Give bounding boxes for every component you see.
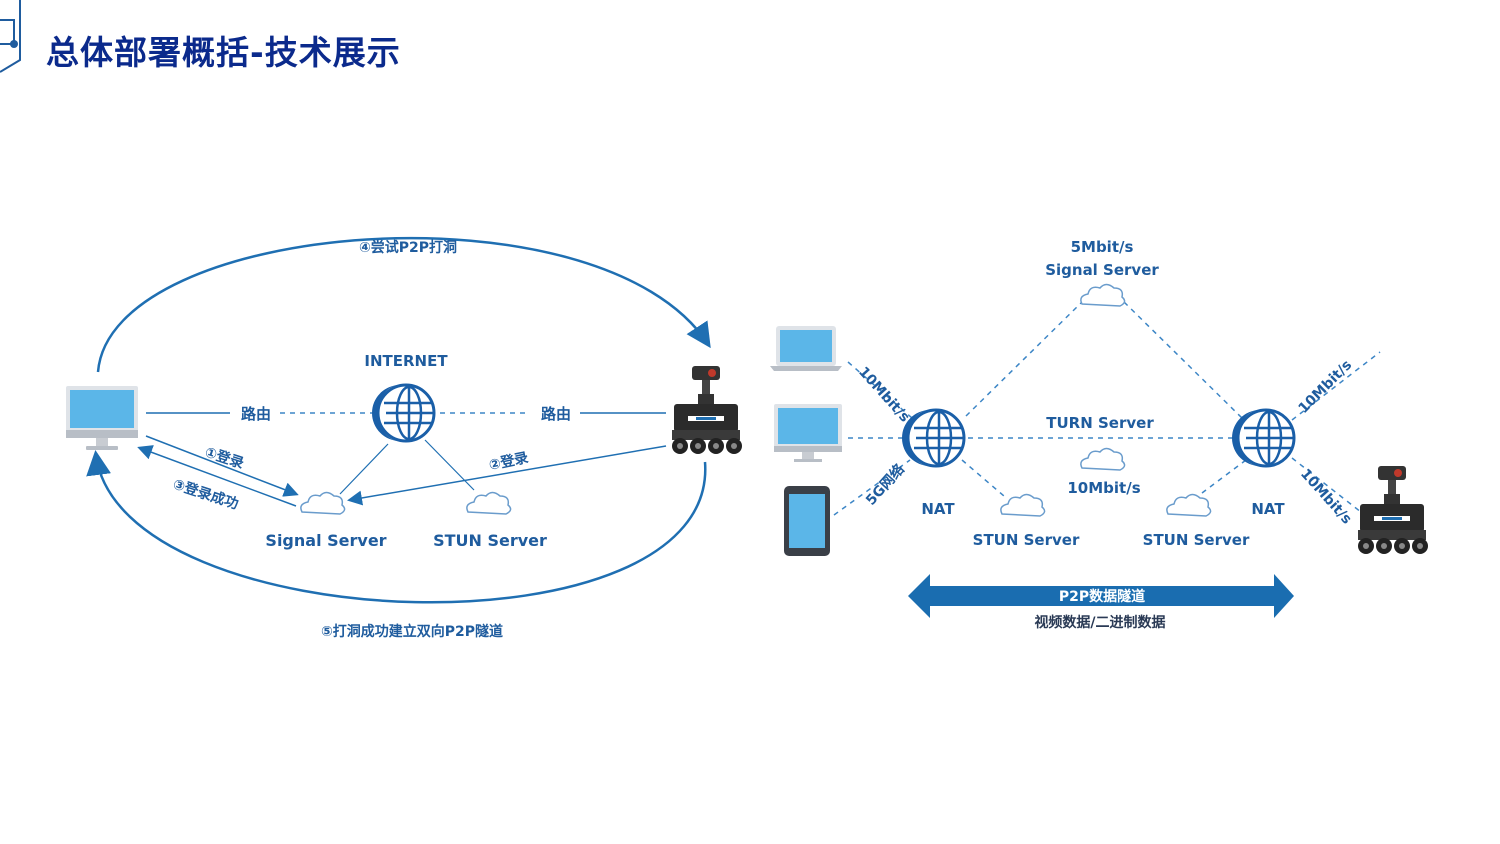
stun-server-cloud-icon [466, 491, 512, 515]
nat-label-left: NAT [921, 500, 955, 518]
turn-server-cloud-icon [1080, 447, 1126, 471]
step4-label: ④尝试P2P打洞 [359, 239, 457, 256]
robot-icon-right [1358, 466, 1428, 554]
corner-decoration [0, 0, 21, 73]
robot-icon [672, 366, 742, 454]
signal-rate-label: 5Mbit/s [1071, 238, 1134, 256]
stun-cloud-icon-left [1000, 493, 1046, 517]
nat-label-right: NAT [1251, 500, 1285, 518]
route-label-left: 路由 [241, 405, 271, 423]
stun-label-right: STUN Server [1143, 531, 1250, 549]
stun-server-label: STUN Server [433, 531, 547, 550]
stun-cloud-icon-right [1166, 493, 1212, 517]
internet-label: INTERNET [364, 352, 448, 370]
route-label-right: 路由 [541, 405, 571, 423]
desktop-computer-icon-right [774, 404, 842, 462]
5g-network-label: 5G网络 [862, 461, 908, 509]
nat-globe-icon-right [1230, 408, 1296, 468]
tunnel-label: P2P数据隧道 [1059, 588, 1145, 605]
nat-globe-icon-left [900, 408, 966, 468]
tunnel-caption: 视频数据/二进制数据 [1034, 614, 1165, 631]
p2p-tunnel-arrow [908, 574, 1294, 618]
rate-upper-right-label: 10Mbit/s [1296, 357, 1356, 417]
tablet-icon [784, 486, 830, 556]
login-arrow-2 [347, 445, 667, 506]
signal-server-label: Signal Server [265, 531, 386, 550]
step1-label: ①登录 [203, 444, 246, 472]
stun-label-left: STUN Server [973, 531, 1080, 549]
page-title: 总体部署概括-技术展示 [46, 33, 401, 72]
signal-server-label-right: Signal Server [1045, 261, 1159, 279]
laptop-icon [770, 326, 842, 371]
network-links [833, 301, 1381, 517]
laptop-rate-label: 10Mbit/s [855, 364, 913, 426]
turn-server-label: TURN Server [1046, 414, 1154, 432]
signal-server-cloud-icon [300, 491, 346, 515]
turn-rate-label: 10Mbit/s [1067, 479, 1140, 497]
login-success-arrow [137, 445, 297, 507]
signal-server-cloud-icon-right [1080, 283, 1126, 307]
internet-globe-icon [370, 383, 436, 443]
p2p-attempt-arc [96, 236, 711, 373]
p2p-tunnel-arc [86, 450, 707, 604]
rate-lower-right-label: 10Mbit/s [1297, 466, 1355, 528]
login-arrow-1 [145, 435, 299, 497]
step5-label: ⑤打洞成功建立双向P2P隧道 [321, 623, 503, 640]
desktop-computer-icon [66, 386, 138, 450]
